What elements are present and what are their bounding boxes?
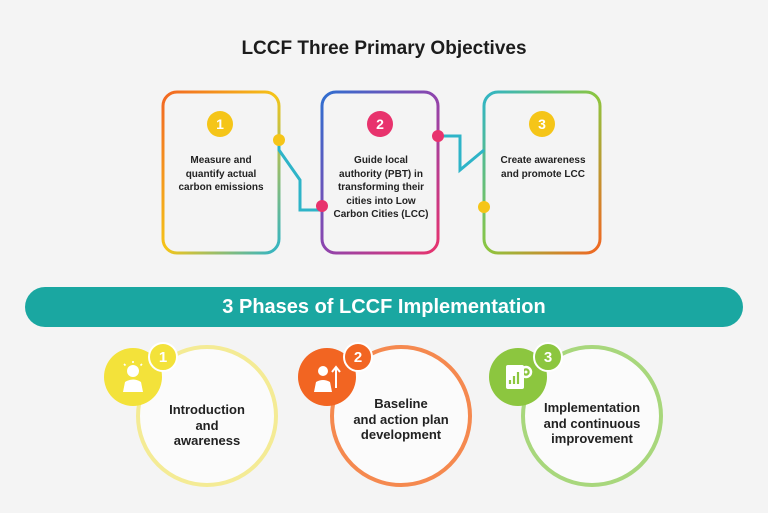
objective-2-line-3: transforming their <box>337 182 425 193</box>
connector-dot-1 <box>273 134 285 146</box>
objective-1-line-1: Measure and <box>190 155 252 166</box>
phase-badge-2: 2 <box>343 342 373 372</box>
connector-dot-4 <box>478 201 490 213</box>
objective-frame-1 <box>161 90 281 255</box>
objective-2-line-5: Carbon Cities (LCC) <box>333 209 429 220</box>
objective-1-line-3: carbon emissions <box>178 182 264 193</box>
connector-1-2 <box>277 140 322 212</box>
phase-text-1: Introduction and awareness <box>144 402 270 449</box>
objective-2-line-4: cities into Low <box>346 195 416 207</box>
phase-badge-3: 3 <box>533 342 563 372</box>
phases-banner: 3 Phases of LCCF Implementation <box>25 287 743 327</box>
connector-dot-3 <box>432 130 444 142</box>
objective-badge-1: 1 <box>207 111 233 137</box>
objective-badge-3: 3 <box>529 111 555 137</box>
connector-2-3 <box>438 134 485 174</box>
phase-3-line-1: Implementation <box>543 400 641 415</box>
objective-badge-2: 2 <box>367 111 393 137</box>
phase-text-2: Baseline and action plan development <box>338 396 464 443</box>
phase-3-line-2: and continuous <box>543 415 641 431</box>
phase-text-3: Implementation and continuous improvemen… <box>529 400 655 447</box>
objective-2-line-2: authority (PBT) in <box>339 168 423 180</box>
objective-connectors <box>161 90 602 255</box>
objective-3-line-2: and promote LCC <box>501 168 585 180</box>
objective-1-line-2: quantify actual <box>185 168 257 180</box>
objective-frame-3 <box>482 90 602 255</box>
phase-1-line-3: awareness <box>173 433 241 448</box>
objective-text-3: Create awareness and promote LCC <box>487 154 599 181</box>
phase-2-line-2: and action plan <box>353 411 449 427</box>
phase-3-line-3: improvement <box>551 431 633 446</box>
objective-frame-2 <box>320 90 440 255</box>
phase-badge-1: 1 <box>148 342 178 372</box>
diagram-title: LCCF Three Primary Objectives <box>241 38 527 59</box>
objective-2-line-1: Guide local <box>354 155 408 166</box>
objective-text-2: Guide local authority (PBT) in transform… <box>325 154 437 222</box>
phase-circle-1 <box>136 345 278 487</box>
phase-2-line-3: development <box>360 427 442 442</box>
phase-2-line-1: Baseline <box>374 396 428 411</box>
phase-1-line-1: Introduction <box>169 402 245 417</box>
connector-dot-2 <box>316 200 328 212</box>
objective-text-1: Measure and quantify actual carbon emiss… <box>165 154 277 195</box>
phase-1-line-2: and <box>195 417 219 433</box>
objective-3-line-1: Create awareness <box>500 155 586 166</box>
